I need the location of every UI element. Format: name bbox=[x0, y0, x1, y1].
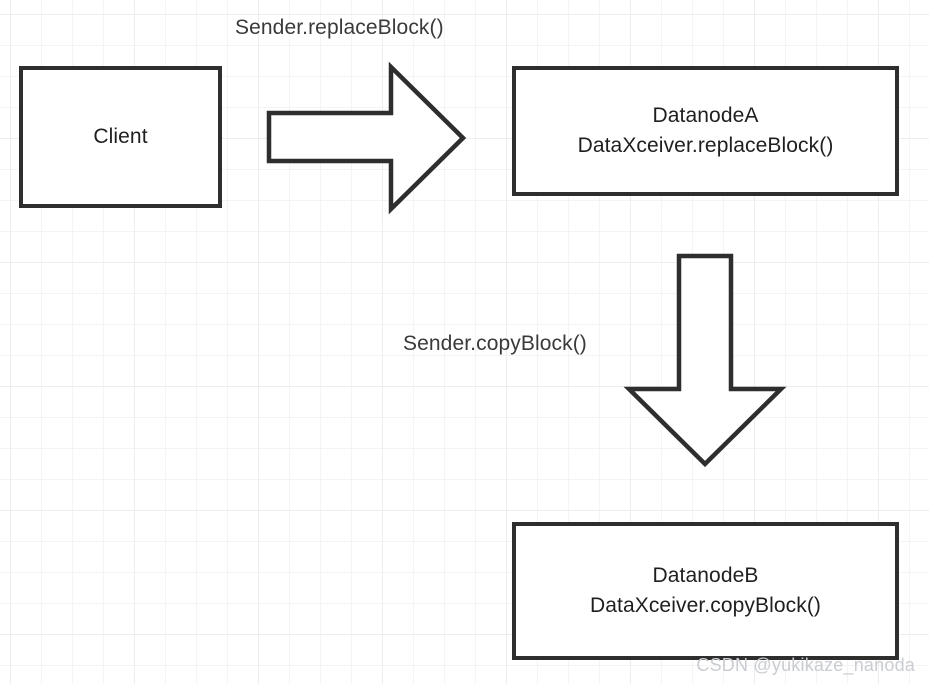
node-datanode-a-label-line-1: DatanodeA bbox=[652, 104, 759, 128]
node-client-label-line-1: Client bbox=[93, 125, 148, 149]
node-datanode-b[interactable]: DatanodeB DataXceiver.copyBlock() bbox=[512, 522, 899, 660]
arrow-right-icon bbox=[266, 61, 467, 215]
watermark-text: CSDN @yukikaze_nanoda bbox=[696, 655, 915, 675]
edge-label-copy-block: Sender.copyBlock() bbox=[403, 332, 587, 355]
node-datanode-a-label-line-2: DataXceiver.replaceBlock() bbox=[577, 134, 834, 157]
arrow-down-icon bbox=[623, 253, 787, 468]
node-datanode-b-label-line-1: DatanodeB bbox=[652, 564, 759, 588]
node-datanode-a[interactable]: DatanodeA DataXceiver.replaceBlock() bbox=[512, 66, 899, 196]
edge-label-replace-block: Sender.replaceBlock() bbox=[235, 16, 444, 39]
node-datanode-b-label-line-2: DataXceiver.copyBlock() bbox=[589, 594, 822, 617]
node-client[interactable]: Client bbox=[19, 66, 222, 208]
